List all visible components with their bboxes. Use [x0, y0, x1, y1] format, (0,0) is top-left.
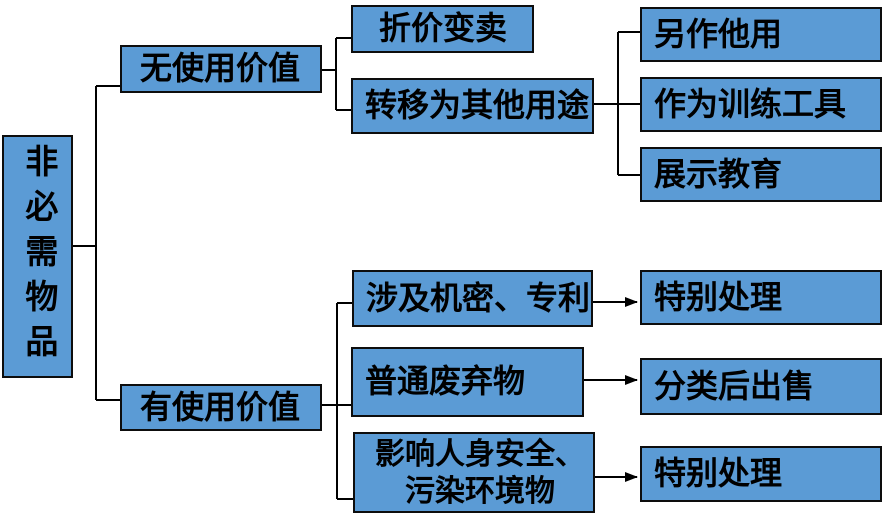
node-root: 非必需物品 [2, 135, 73, 378]
node-secret-patent: 涉及机密、专利 [352, 270, 593, 327]
connector-has-value-children [322, 302, 353, 500]
node-no-use-value: 无使用价值 [120, 45, 322, 93]
node-ordinary-waste-label: 普通废弃物 [365, 363, 526, 400]
node-transfer-other-use: 转移为其他用途 [351, 78, 594, 134]
node-safety-pollution: 影响人身安全、 污染环境物 [353, 432, 595, 513]
node-no-use-value-label: 无使用价值 [140, 50, 301, 87]
node-secret-patent-label: 涉及机密、专利 [366, 279, 591, 316]
node-has-use-value-label: 有使用价值 [140, 388, 301, 425]
node-display-education-label: 展示教育 [654, 155, 783, 192]
node-sort-and-sell: 分类后出售 [640, 358, 882, 415]
node-sell-discount: 折价变卖 [351, 5, 534, 53]
node-ordinary-waste: 普通废弃物 [351, 347, 584, 417]
node-sell-discount-label: 折价变卖 [379, 10, 508, 47]
node-special-treatment-1-label: 特别处理 [654, 278, 783, 315]
node-special-treatment-2: 特别处理 [640, 446, 882, 502]
node-root-label: 非必需物品 [19, 144, 56, 369]
node-special-treatment-1: 特别处理 [640, 270, 882, 325]
connector-no-value-children [322, 37, 351, 111]
node-has-use-value: 有使用价值 [120, 384, 322, 431]
node-training-tool-label: 作为训练工具 [654, 85, 847, 122]
node-other-purpose: 另作他用 [640, 7, 882, 62]
node-special-treatment-2-label: 特别处理 [654, 455, 783, 492]
node-other-purpose-label: 另作他用 [654, 15, 783, 52]
node-transfer-other-use-label: 转移为其他用途 [365, 87, 590, 124]
node-safety-pollution-line2: 污染环境物 [405, 474, 555, 508]
node-display-education: 展示教育 [640, 147, 882, 202]
node-safety-pollution-line1: 影响人身安全、 [375, 437, 585, 471]
connector-transfer-children [594, 31, 640, 176]
node-training-tool: 作为训练工具 [640, 77, 882, 132]
connector-root-branches [73, 85, 120, 401]
node-sort-and-sell-label: 分类后出售 [654, 367, 815, 404]
